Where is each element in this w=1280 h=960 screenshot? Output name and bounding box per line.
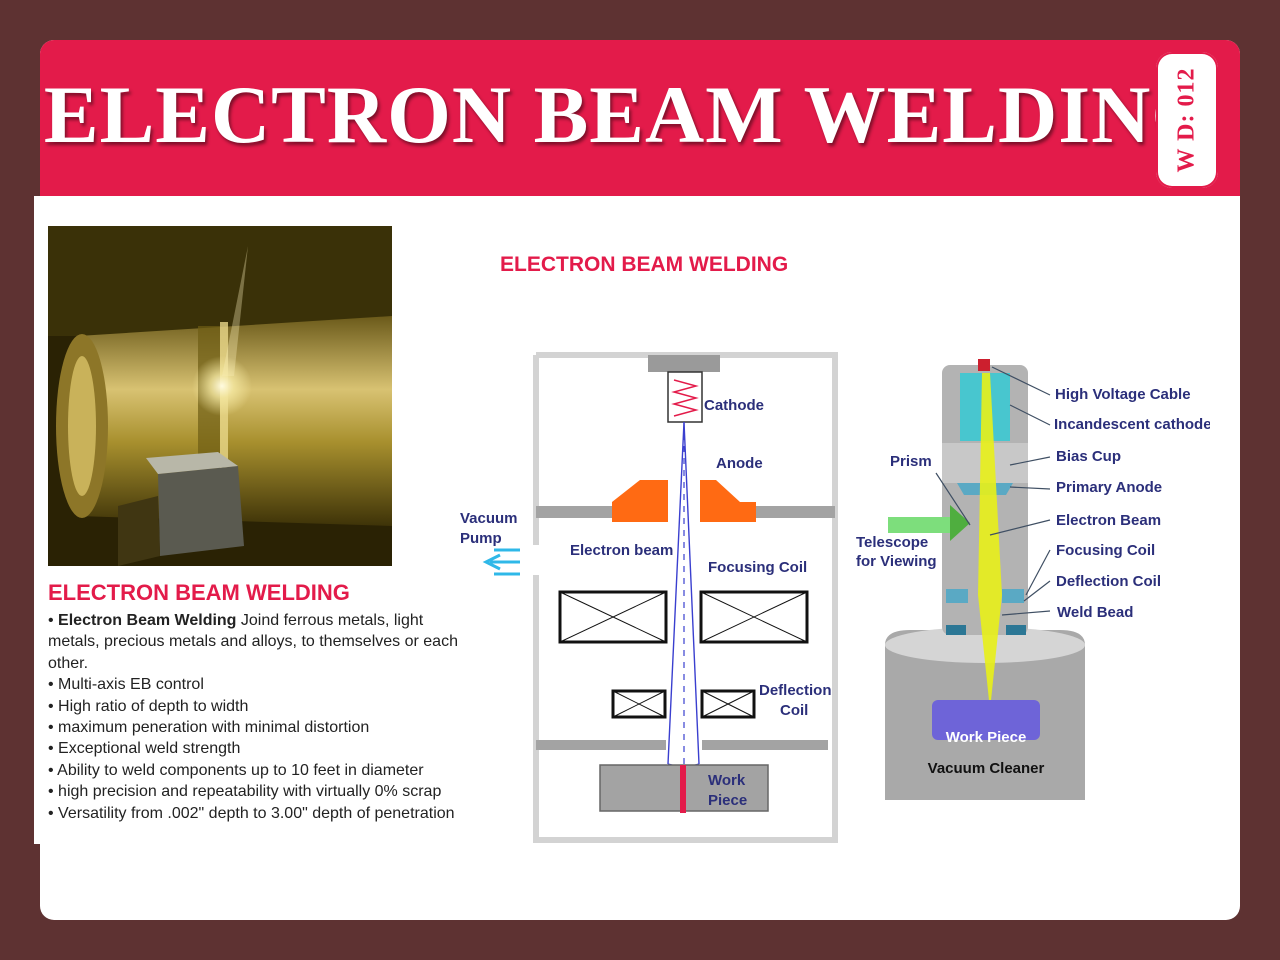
page-title: ELECTRON BEAM WELDING (43, 69, 1217, 160)
list-item: • high precision and repeatability with … (48, 783, 442, 801)
list-item: • Electron Beam Welding Joind ferrous me… (48, 612, 458, 672)
label-cathode: Cathode (704, 397, 764, 414)
label-weld-bead: Weld Bead (1057, 604, 1133, 621)
label-vacuum-cleaner: Vacuum Cleaner (928, 760, 1045, 777)
anode-left (612, 480, 668, 522)
label-high-voltage-cable: High Voltage Cable (1055, 386, 1191, 403)
label-piece: Piece (708, 792, 747, 809)
work-piece-block (932, 700, 1040, 740)
label-electron-beam: Electron beam (570, 542, 673, 559)
left-heading: ELECTRON BEAM WELDING (48, 580, 350, 605)
label-bias-cup: Bias Cup (1056, 448, 1121, 465)
electron-beam-cone (978, 373, 1002, 710)
label-deflection: Deflection (759, 682, 832, 699)
slide-code: W D: 012 (1173, 67, 1200, 173)
diagram-title: ELECTRON BEAM WELDING (500, 253, 789, 276)
list-item: • Exceptional weld strength (48, 740, 241, 758)
telescope (888, 517, 958, 533)
label-telescope: Telescope (856, 534, 928, 551)
cathode-mount (648, 355, 720, 372)
label-work: Work (708, 772, 746, 789)
label-work-piece: Work Piece (946, 729, 1027, 746)
label-focusing-coil-2: Focusing Coil (1056, 542, 1155, 559)
ebw-schematic-diagram: Cathode Anode Vacuum Pump Electron beam … (460, 352, 838, 843)
list-item: • Ability to weld components up to 10 fe… (48, 761, 424, 779)
welding-photo (48, 226, 392, 566)
label-focusing-coil: Focusing Coil (708, 559, 807, 576)
slide-code-badge: W D: 012 (1156, 52, 1218, 188)
list-item: • High ratio of depth to width (48, 697, 249, 715)
label-anode: Anode (716, 455, 763, 472)
cathode (667, 371, 703, 423)
label-deflection-coil: Deflection Coil (1056, 573, 1161, 590)
label-vacuum: Vacuum (460, 510, 518, 527)
label-coil: Coil (780, 702, 808, 719)
label-for-viewing: for Viewing (856, 553, 937, 570)
feature-list: • Electron Beam Welding Joind ferrous me… (48, 610, 468, 824)
label-electron-beam-2: Electron Beam (1056, 512, 1161, 529)
list-item: • Versatility from .002" depth to 3.00" … (48, 804, 455, 822)
list-item: • maximum peneration with minimal distor… (48, 719, 370, 737)
ebw-gun-column-diagram: Work Piece Vacuum Cleaner High Voltage C… (850, 355, 1210, 810)
title-banner: ELECTRON BEAM WELDING W D: 012 (40, 40, 1240, 196)
label-incandescent-cathode: Incandescent cathode (1054, 416, 1210, 433)
label-prism: Prism (890, 453, 932, 470)
vacuum-arrow-icon (482, 548, 520, 576)
list-item: • Multi-axis EB control (48, 676, 204, 694)
anode-right (700, 480, 756, 522)
label-primary-anode: Primary Anode (1056, 479, 1162, 496)
label-pump: Pump (460, 530, 502, 547)
